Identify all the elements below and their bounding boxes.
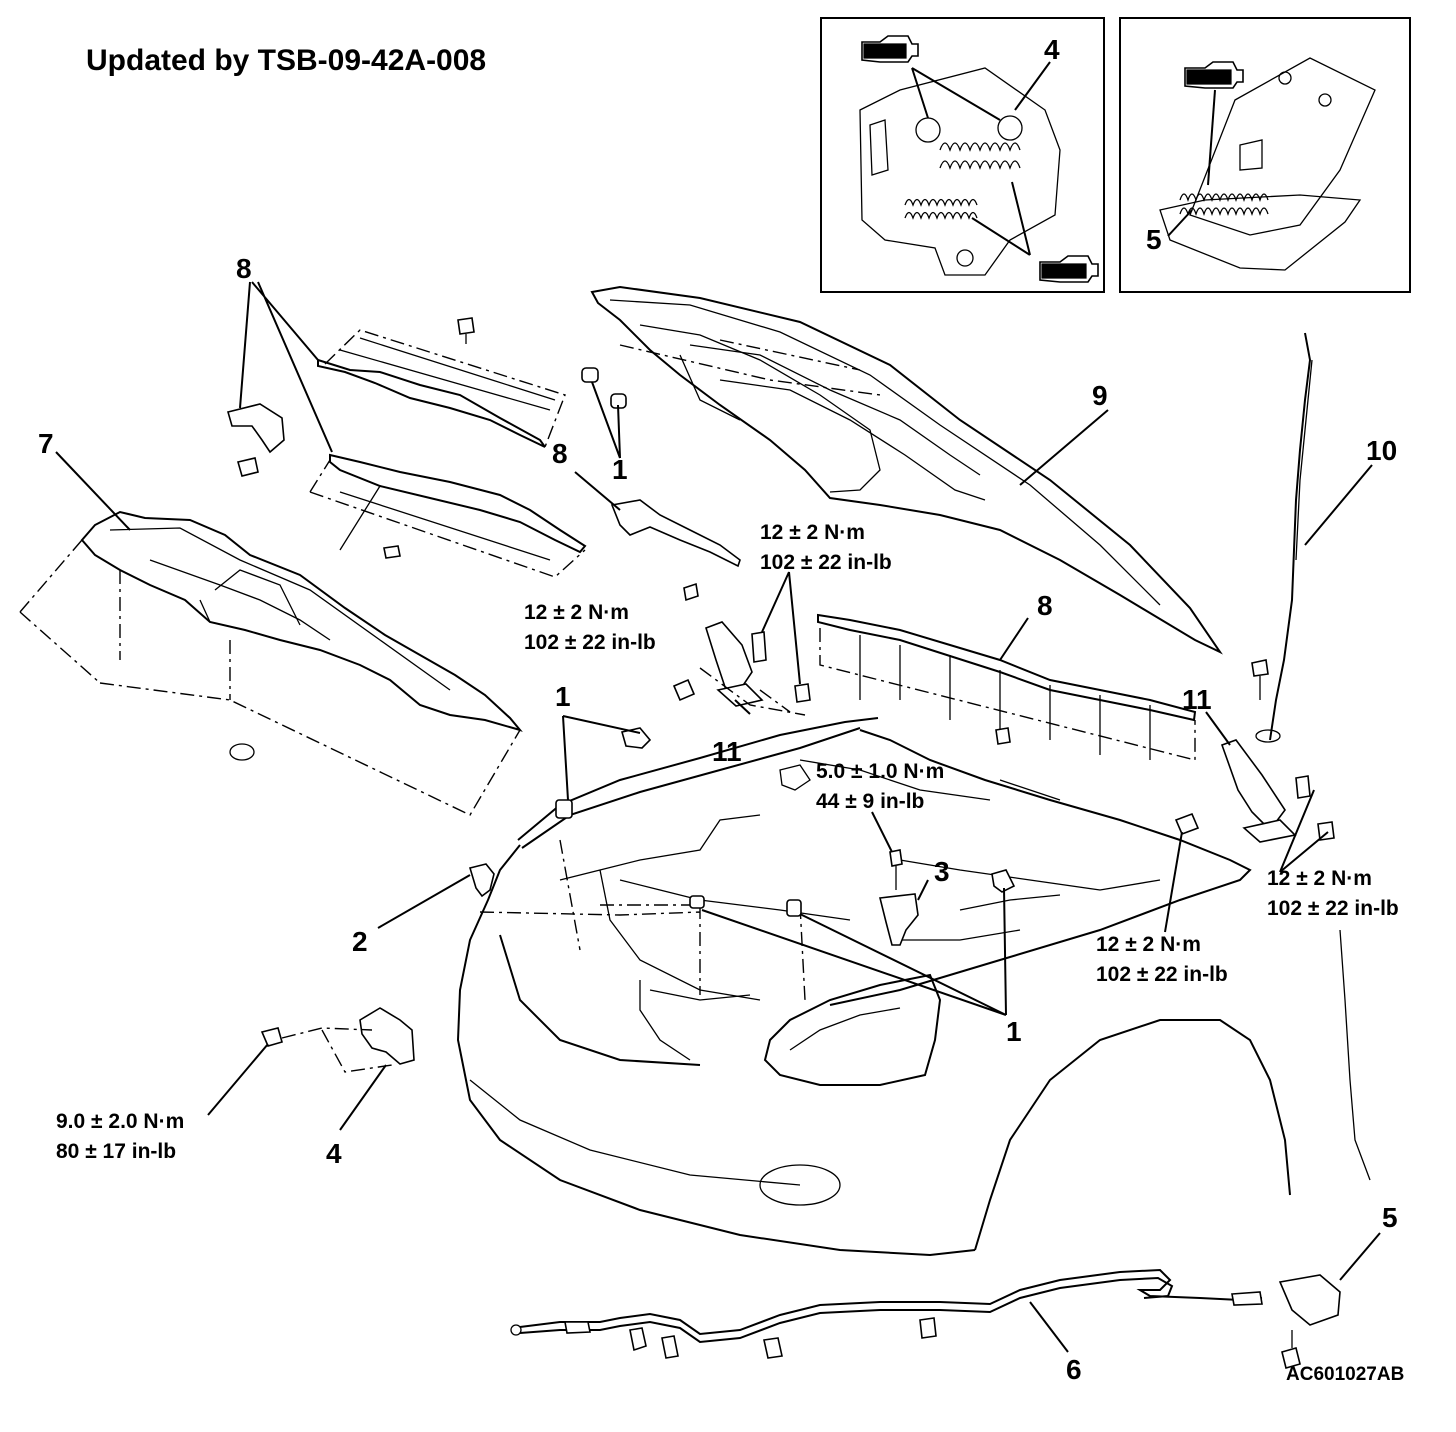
latch-inset-drawing [859, 35, 1099, 283]
weatherstrip-upper [309, 317, 587, 578]
bumper-right [786, 899, 802, 917]
callout-cable: 6 [1066, 1354, 1082, 1385]
torque-hinge-left-inlb: 102 ± 22 in-lb [524, 630, 656, 654]
clip-insulator [383, 545, 401, 559]
vehicle-front-body [456, 717, 1371, 1257]
leader-lines [55, 281, 1381, 1353]
weatherstrip-middle [610, 499, 741, 568]
torque-hinge-right-inner: 12 ± 2 N·m 102 ± 22 in-lb [1096, 930, 1228, 990]
torque-hinge-right-inner-nm: 12 ± 2 N·m [1096, 933, 1201, 956]
torque-latch-inlb: 80 ± 17 in-lb [56, 1139, 177, 1163]
bumper-center [689, 895, 705, 909]
callout-inset-latch: 4 [1044, 34, 1060, 65]
hood-release-handle [1278, 1274, 1341, 1369]
torque-hinge-upper-nm: 12 ± 2 N·m [760, 521, 865, 544]
callout-hinge-left: 11 [712, 736, 742, 767]
hood-release-cable [510, 1268, 1263, 1359]
hood-bumper-1 [581, 367, 599, 383]
torque-hinge-right-outer: 12 ± 2 N·m 102 ± 22 in-lb [1267, 864, 1399, 924]
weatherstrip-lower [817, 613, 1197, 761]
callout-weatherstrip-upper: 8 [236, 253, 252, 284]
bumper-upper [620, 727, 652, 749]
torque-latch-nm: 9.0 ± 2.0 N·m [56, 1110, 185, 1133]
torque-hinge-left: 12 ± 2 N·m 102 ± 22 in-lb [524, 598, 656, 658]
torque-hinge-right-inner-inlb: 102 ± 22 in-lb [1096, 962, 1228, 986]
callout-striker: 3 [934, 856, 950, 887]
callout-hood-bumper: 1 [612, 454, 628, 485]
callout-weatherstrip-middle: 8 [552, 438, 568, 469]
torque-hinge-left-nm: 12 ± 2 N·m [524, 601, 629, 624]
callout-latch: 4 [326, 1138, 342, 1169]
torque-striker-nm: 5.0 ± 1.0 N·m [816, 760, 945, 783]
release-inset-drawing [1159, 57, 1376, 271]
torque-hinge-right-outer-inlb: 102 ± 22 in-lb [1267, 896, 1399, 920]
hood-hinge-upper-left [227, 403, 285, 454]
callout-weatherstrip-lower: 8 [1037, 590, 1053, 621]
callout-bumper-left: 1 [555, 681, 571, 712]
hood-panel [590, 285, 1223, 655]
torque-striker: 5.0 ± 1.0 N·m 44 ± 9 in-lb [816, 757, 944, 817]
callout-clip: 2 [352, 926, 368, 957]
hood-hinge-left [672, 621, 811, 716]
callout-release-handle: 5 [1382, 1202, 1398, 1233]
torque-hinge-upper-inlb: 102 ± 22 in-lb [760, 550, 892, 574]
hood-hinge-right [1174, 739, 1335, 843]
torque-striker-inlb: 44 ± 9 in-lb [816, 789, 925, 813]
clip-upper-left [237, 457, 259, 477]
latch-inset-frame [820, 17, 1105, 293]
figure-code: AC601027AB [1286, 1364, 1405, 1385]
callout-support-rod: 10 [1366, 435, 1398, 466]
torque-hinge-upper: 12 ± 2 N·m 102 ± 22 in-lb [760, 518, 892, 578]
clip-middle [683, 582, 699, 602]
callout-hood: 9 [1092, 380, 1108, 411]
callout-hinge-right: 11 [1182, 684, 1212, 715]
hood-clip [468, 863, 495, 898]
callout-inset-release: 5 [1146, 224, 1162, 255]
hood-latch [260, 1007, 415, 1073]
bumper-far-right [991, 869, 1016, 893]
torque-hinge-right-outer-nm: 12 ± 2 N·m [1267, 867, 1372, 890]
hood-insulator [19, 510, 523, 816]
torque-latch: 9.0 ± 2.0 N·m 80 ± 17 in-lb [56, 1107, 184, 1167]
release-inset-frame [1119, 17, 1411, 293]
callout-bumper-lower: 1 [1006, 1016, 1022, 1047]
hood-striker [879, 849, 919, 946]
bumper-left [555, 799, 573, 819]
hood-support-rod [1251, 332, 1313, 743]
diagram-title: Updated by TSB-09-42A-008 [86, 44, 487, 77]
callout-insulator: 7 [38, 428, 54, 459]
